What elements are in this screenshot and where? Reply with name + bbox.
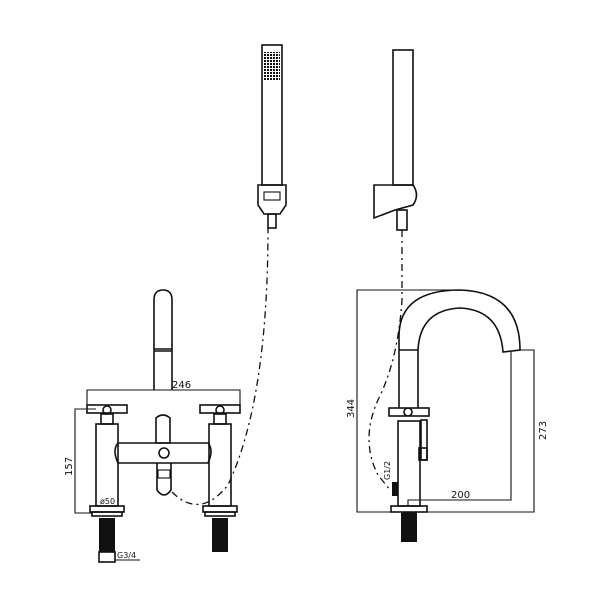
dim-thread: G3/4 — [117, 551, 136, 560]
right-handle — [199, 404, 241, 414]
dim-spout-reach: 200 — [451, 490, 470, 501]
bridge-body — [114, 442, 212, 464]
handset-holder — [257, 184, 287, 215]
lever — [420, 419, 428, 461]
dim-total-height: 344 — [346, 399, 357, 418]
right-base — [202, 505, 238, 513]
hose-front — [171, 227, 269, 506]
side-body — [397, 420, 421, 507]
hose-side — [368, 230, 403, 491]
dim-spout-height: 273 — [538, 421, 549, 440]
dim-base-diameter: ø50 — [100, 497, 115, 506]
handset-front — [257, 44, 287, 229]
left-tail — [99, 518, 115, 552]
right-tail — [212, 518, 228, 552]
dim-height: 157 — [64, 457, 75, 476]
side-tail — [401, 512, 417, 542]
gooseneck-spout — [398, 289, 521, 353]
spout — [156, 463, 172, 496]
side-view-filler: G1/2 344 273 200 — [346, 230, 549, 542]
dim-thread-side: G1/2 — [383, 461, 392, 480]
spray-pattern — [264, 52, 280, 80]
left-pillar — [95, 423, 119, 507]
left-base — [89, 505, 125, 513]
handset-bracket — [373, 184, 418, 220]
hose-outlet — [392, 482, 398, 496]
side-handle — [388, 407, 430, 417]
front-view-mixer: 246 157 ø50 G3/4 — [64, 227, 269, 563]
diverter-column — [153, 289, 173, 390]
handset-side — [373, 49, 418, 231]
dim-width: 246 — [172, 380, 191, 391]
